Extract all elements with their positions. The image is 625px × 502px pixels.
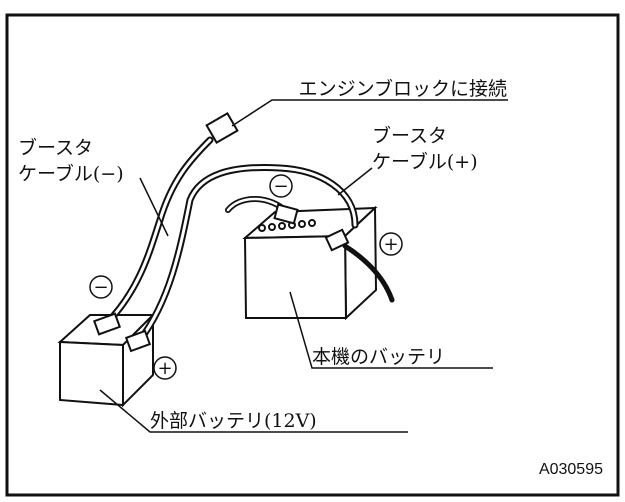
plus-symbol-machine xyxy=(379,232,403,256)
plus-glyph: + xyxy=(383,234,398,255)
cable-clamps xyxy=(92,111,350,353)
minus-glyph: − xyxy=(273,176,288,197)
leader-lines xyxy=(99,99,508,433)
plus-symbol-external xyxy=(153,356,177,380)
minus-symbol-machine xyxy=(269,174,293,198)
label-booster-pos-line1: ブースタ xyxy=(372,124,447,147)
machine-battery xyxy=(242,205,378,321)
label-booster-neg-line1: ブースタ xyxy=(18,136,93,159)
label-external-battery: 外部バッテリ(12V) xyxy=(150,410,317,432)
minus-symbol-external xyxy=(89,275,113,299)
label-booster-neg-line2: ケーブル(−) xyxy=(18,162,124,185)
booster-cable-positive xyxy=(136,164,395,344)
label-engine-block: エンジンブロックに接続 xyxy=(299,77,507,100)
plus-glyph: + xyxy=(157,358,172,379)
label-machine-battery: 本機のバッテリ xyxy=(312,346,445,368)
reference-code: A030595 xyxy=(539,461,603,478)
label-booster-pos-line2: ケーブル(+) xyxy=(372,150,478,173)
minus-glyph: − xyxy=(93,277,108,298)
